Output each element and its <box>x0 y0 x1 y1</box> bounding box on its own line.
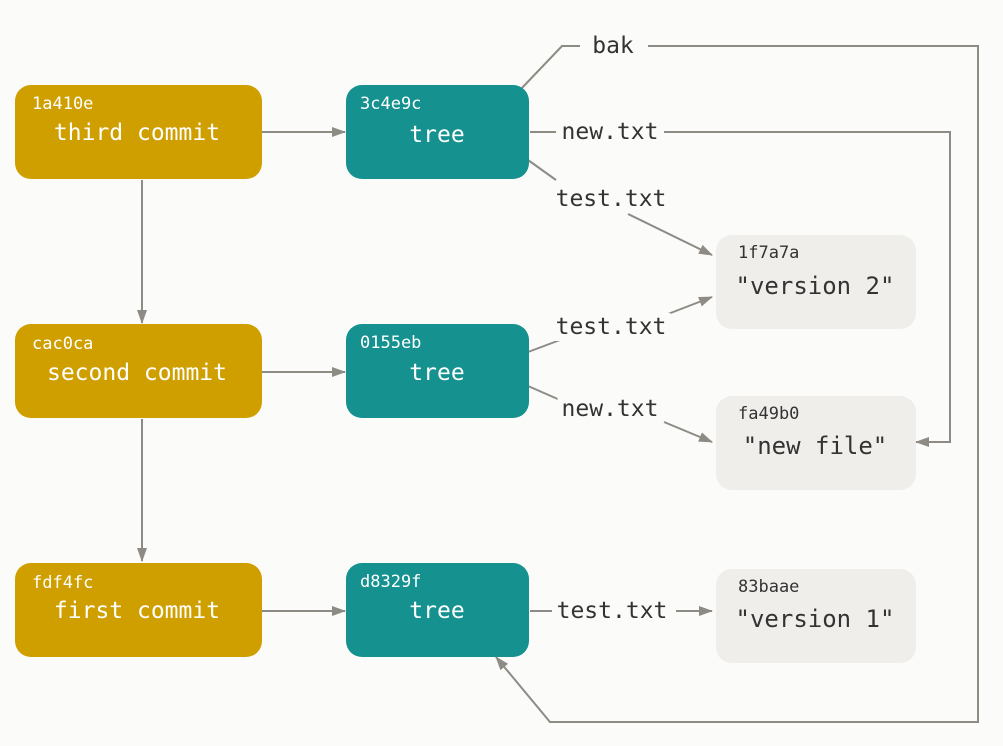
edge-label-tree2-test: test.txt <box>556 314 667 340</box>
blob-node-fa49b0[interactable]: fa49b0 "new file" <box>716 396 916 490</box>
edge-label-background <box>557 395 663 423</box>
commit-node-first[interactable]: fdf4fc first commit <box>15 563 262 657</box>
tree-node-0155eb[interactable]: 0155eb tree <box>346 324 529 418</box>
edge-label-background <box>551 313 671 341</box>
blob-node-1f7a7a[interactable]: 1f7a7a "version 2" <box>716 235 916 329</box>
blob-id: 1f7a7a <box>738 243 799 263</box>
edge-label-tree2-new: new.txt <box>562 396 659 422</box>
tree-node-d8329f[interactable]: d8329f tree <box>346 563 529 657</box>
blob-content: "new file" <box>743 432 888 460</box>
edge-tree1-test-to-version2 <box>627 213 713 256</box>
commit-node-third[interactable]: 1a410e third commit <box>15 85 262 179</box>
tree-label: tree <box>409 360 464 386</box>
edge-label-background <box>557 118 663 146</box>
edge-bak-link <box>519 45 580 91</box>
commit-id: fdf4fc <box>32 573 93 593</box>
edge-tree2-new-link <box>527 385 561 401</box>
commit-message: first commit <box>54 598 220 624</box>
commit-node-second[interactable]: cac0ca second commit <box>15 324 262 418</box>
tree-id: 0155eb <box>360 333 421 353</box>
edge-tree1-test-link <box>527 159 557 181</box>
edge-tree2-test-link <box>527 339 561 353</box>
tree-id: d8329f <box>360 572 421 592</box>
blob-node-83baae[interactable]: 83baae "version 1" <box>716 569 916 663</box>
edge-tree2-test-to-version2 <box>667 296 713 315</box>
edge-label-tree1-test: test.txt <box>556 186 667 212</box>
blob-content: "version 1" <box>736 605 895 633</box>
edge-label-bak: bak <box>592 33 634 59</box>
commit-message: third commit <box>54 120 220 146</box>
edge-tree2-new-to-newfile <box>663 421 713 443</box>
tree-label: tree <box>409 122 464 148</box>
edge-bak-to-tree1 <box>495 45 979 723</box>
edge-label-background <box>588 32 638 60</box>
tree-id: 3c4e9c <box>360 94 421 114</box>
tree-label: tree <box>409 598 464 624</box>
blob-id: fa49b0 <box>738 404 799 424</box>
edge-label-background <box>551 185 671 213</box>
edge-tree1-new-to-newfile <box>664 131 951 447</box>
commit-id: cac0ca <box>32 334 93 354</box>
commit-message: second commit <box>47 360 227 386</box>
edge-label-tree3-test: test.txt <box>557 598 668 624</box>
edge-label-tree1-new: new.txt <box>562 119 659 145</box>
blob-content: "version 2" <box>736 272 895 300</box>
blob-id: 83baae <box>738 577 799 597</box>
tree-node-3c4e9c[interactable]: 3c4e9c tree <box>346 85 529 179</box>
edge-label-background <box>552 597 672 625</box>
commit-id: 1a410e <box>32 94 93 114</box>
